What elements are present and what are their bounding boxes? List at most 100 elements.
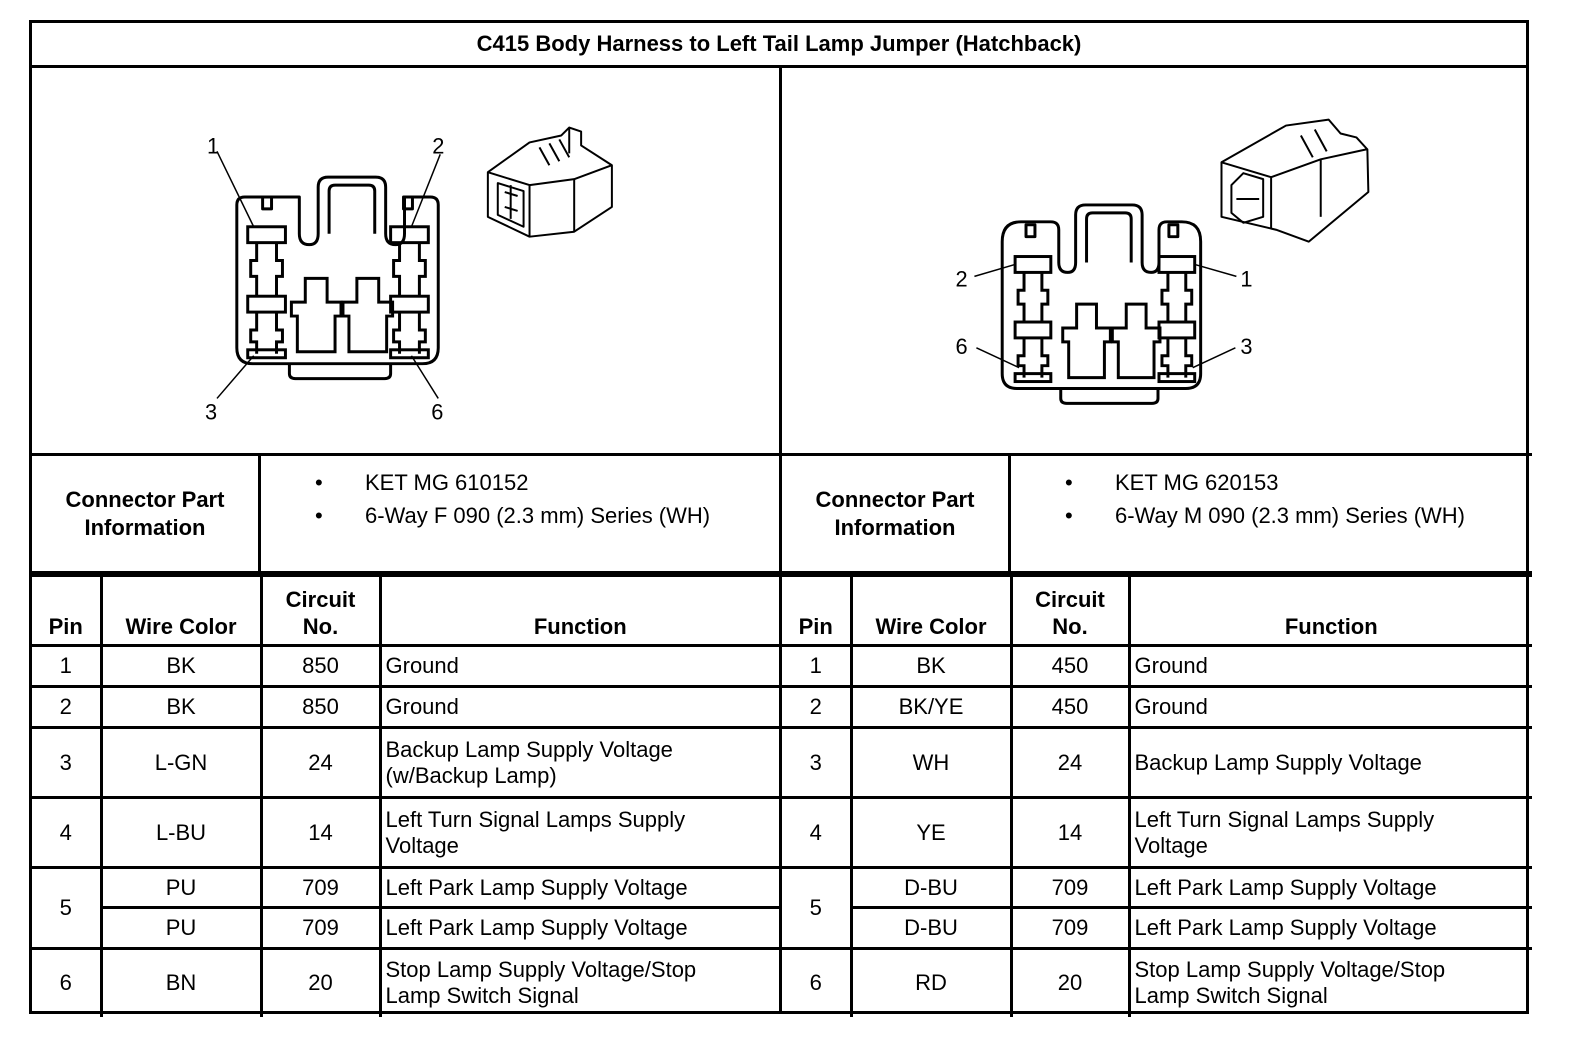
- cell-function: Backup Lamp Supply Voltage(w/Backup Lamp…: [378, 726, 779, 799]
- cell-pin: 2: [782, 685, 853, 729]
- header-wire-color: Wire Color: [849, 574, 1013, 647]
- cell-function-line2: Lamp Switch Signal: [385, 983, 579, 1009]
- connector-right-part-info: Connector Part Information KET MG 620153…: [782, 456, 1532, 574]
- connector-left-diagram: 1 2 3 6: [32, 68, 779, 456]
- cell-pin: 2: [32, 685, 103, 729]
- header-pin: Pin: [782, 574, 853, 647]
- connector-left-callouts: 1 2 3 6: [205, 133, 444, 424]
- cell-circuit: 14: [1009, 796, 1131, 869]
- cell-function-line1: Ground: [1134, 653, 1208, 678]
- connector-sheet: C415 Body Harness to Left Tail Lamp Jump…: [29, 20, 1532, 1017]
- cell-wire-color: BN: [99, 947, 263, 1017]
- cell-pin: 1: [782, 644, 853, 688]
- part-series: 6-Way F 090 (2.3 mm) Series (WH): [261, 499, 779, 532]
- callout-pin-1: 1: [207, 133, 219, 158]
- part-info-label-line1: Connector Part: [815, 486, 975, 512]
- sheet-title: C415 Body Harness to Left Tail Lamp Jump…: [32, 23, 1526, 68]
- table-row: 3 L-GN 24 Backup Lamp Supply Voltage(w/B…: [32, 726, 779, 799]
- cell-wire-color: D-BU: [849, 866, 1013, 909]
- table-row: D-BU 709 Left Park Lamp Supply Voltage: [782, 906, 1532, 950]
- cell-circuit: 24: [1009, 726, 1131, 799]
- connector-right-face-drawing: 1 2 3 6: [956, 118, 1370, 405]
- cell-pin: 3: [782, 726, 853, 799]
- cell-wire-color: BK: [849, 644, 1013, 688]
- cell-function-line2: Voltage: [385, 832, 459, 858]
- callout-pin-1: 1: [1240, 266, 1252, 291]
- part-info-label-line2: Information: [84, 514, 206, 540]
- header-function: Function: [378, 574, 779, 647]
- part-number: KET MG 610152: [261, 466, 779, 499]
- cell-function-line1: Left Turn Signal Lamps Supply: [385, 806, 686, 832]
- table-row: 2 BK/YE 450 Ground: [782, 685, 1532, 729]
- part-info-list: KET MG 620153 6-Way M 090 (2.3 mm) Serie…: [1011, 456, 1532, 581]
- cell-function: Ground: [378, 685, 779, 729]
- connector-left-housing: [235, 175, 440, 381]
- cell-function-line1: Left Park Lamp Supply Voltage: [385, 874, 688, 900]
- part-info-label-line1: Connector Part: [65, 486, 225, 512]
- cell-function-line1: Stop Lamp Supply Voltage/Stop: [385, 957, 697, 983]
- cell-function-line1: Stop Lamp Supply Voltage/Stop: [1134, 957, 1446, 983]
- header-function: Function: [1127, 574, 1532, 647]
- header-wire-color: Wire Color: [99, 574, 263, 647]
- callout-pin-6: 6: [431, 399, 443, 424]
- cell-pin: 5: [782, 866, 853, 950]
- table-row: PU 709 Left Park Lamp Supply Voltage: [32, 906, 779, 950]
- callout-pin-6: 6: [956, 334, 968, 359]
- connector-left: 1 2 3 6 Connector Part: [32, 68, 782, 1017]
- table-row: 3 WH 24 Backup Lamp Supply Voltage: [782, 726, 1532, 799]
- cell-wire-color: BK/YE: [849, 685, 1013, 729]
- cell-pin: 6: [782, 947, 853, 1017]
- cell-function-line2: Lamp Switch Signal: [1134, 983, 1328, 1009]
- cell-circuit: 20: [1009, 947, 1131, 1017]
- cell-function-line1: Backup Lamp Supply Voltage: [1134, 749, 1422, 775]
- cell-function: Backup Lamp Supply Voltage: [1127, 726, 1532, 799]
- cell-function-line1: Ground: [1134, 694, 1208, 719]
- cell-circuit: 709: [1009, 906, 1131, 950]
- cell-function-line1: Left Turn Signal Lamps Supply: [1134, 806, 1435, 832]
- header-pin: Pin: [32, 574, 103, 647]
- callout-pin-2: 2: [956, 266, 968, 291]
- cell-circuit: 709: [259, 906, 382, 950]
- table-row: 2 BK 850 Ground: [32, 685, 779, 729]
- cell-function: Ground: [378, 644, 779, 688]
- connector-left-isometric-icon: [486, 126, 613, 238]
- cell-pin: 6: [32, 947, 103, 1017]
- cell-circuit: 14: [259, 796, 382, 869]
- cell-pin: 1: [32, 644, 103, 688]
- connector-left-face-drawing: 1 2 3 6: [205, 126, 613, 424]
- connector-left-part-info: Connector Part Information KET MG 610152…: [32, 456, 779, 574]
- cell-function-line1: Ground: [385, 653, 459, 678]
- header-circuit-line1: Circuit: [285, 587, 356, 612]
- part-series: 6-Way M 090 (2.3 mm) Series (WH): [1011, 499, 1532, 532]
- cell-function-line1: Left Park Lamp Supply Voltage: [385, 915, 688, 940]
- cell-circuit: 850: [259, 644, 382, 688]
- connector-right-housing: [1000, 203, 1203, 405]
- connector-right-callouts: 1 2 3 6: [956, 266, 1253, 358]
- cell-function-line1: Backup Lamp Supply Voltage: [385, 736, 673, 762]
- table-row: 1 BK 850 Ground: [32, 644, 779, 688]
- cell-wire-color: YE: [849, 796, 1013, 869]
- cell-wire-color: PU: [99, 866, 263, 909]
- cell-function: Left Park Lamp Supply Voltage: [378, 866, 779, 909]
- cell-wire-color: L-GN: [99, 726, 263, 799]
- cell-function-line2: (w/Backup Lamp): [385, 762, 557, 788]
- connector-left-terminals: [246, 225, 430, 360]
- part-info-list: KET MG 610152 6-Way F 090 (2.3 mm) Serie…: [261, 456, 779, 581]
- cell-function: Left Park Lamp Supply Voltage: [378, 906, 779, 950]
- cell-pin: 4: [782, 796, 853, 869]
- connector-right-terminals: [1013, 255, 1197, 384]
- cell-circuit: 24: [259, 726, 382, 799]
- cell-circuit: 450: [1009, 685, 1131, 729]
- connector-left-leaders: [216, 151, 441, 399]
